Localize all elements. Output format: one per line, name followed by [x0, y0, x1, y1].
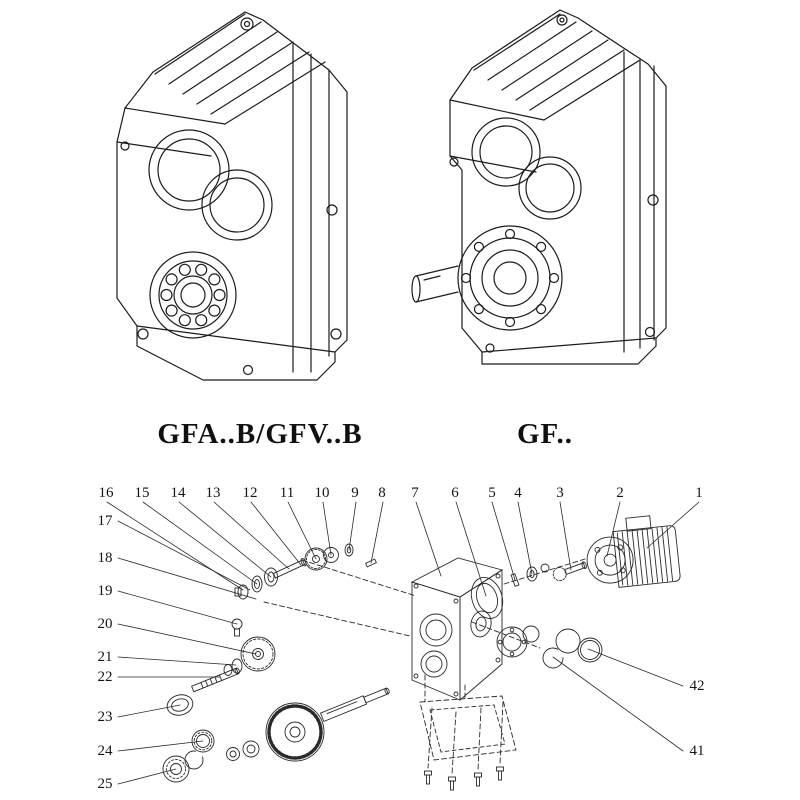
callout-24: 24: [97, 743, 113, 759]
housing-outline: [116, 11, 348, 381]
leader-lines: [106, 501, 700, 785]
callout-13: 13: [205, 485, 221, 501]
bolt-bosses: [120, 141, 342, 376]
callout-11: 11: [279, 485, 295, 501]
part-shim-ring: [555, 628, 581, 654]
part-washer-small: [251, 575, 263, 593]
part-output-shaft: [319, 687, 390, 722]
exploded-view-diagram: [106, 501, 700, 791]
callout-12: 12: [242, 485, 258, 501]
callout-21: 21: [97, 649, 113, 665]
part-motor: [586, 515, 681, 588]
part-oil-seal: [166, 694, 194, 716]
part-circlip: [542, 647, 564, 669]
cooling-ribs: [449, 13, 641, 173]
part-bolts: [424, 766, 504, 791]
lifting-eye: [556, 14, 568, 26]
callout-15: 15: [134, 485, 150, 501]
part-nut: [540, 563, 550, 573]
housing-outline: [449, 9, 667, 365]
part-plug: [234, 584, 249, 600]
gearbox-drawing-gf: [411, 9, 667, 365]
callout-4: 4: [514, 485, 522, 501]
callout-9: 9: [351, 485, 359, 501]
side-ribs: [292, 43, 330, 373]
callout-5: 5: [488, 485, 496, 501]
part-stud: [510, 573, 520, 587]
callout-2: 2: [616, 485, 624, 501]
part-snap-ring: [184, 750, 204, 770]
output-shaft: [411, 265, 459, 303]
part-spacer: [323, 547, 339, 563]
callout-23: 23: [97, 709, 113, 725]
part-housing: [410, 557, 504, 701]
callout-20: 20: [97, 616, 113, 632]
part-breather-plug: [231, 618, 243, 637]
part-motor-pinion: [552, 561, 587, 582]
callout-41: 41: [689, 743, 705, 759]
callout-1: 1: [695, 485, 703, 501]
side-ribs: [623, 51, 655, 353]
callout-42: 42: [689, 678, 705, 694]
gear-bores: [148, 129, 273, 241]
callout-10: 10: [314, 485, 330, 501]
part-mounting-plate: [419, 695, 517, 761]
part-thrust-washers: [226, 740, 260, 761]
part-input-shaft: [191, 667, 240, 693]
callout-14: 14: [170, 485, 186, 501]
part-washer-motor: [526, 566, 538, 582]
part-seal-ring: [577, 637, 603, 663]
callout-22: 22: [97, 669, 113, 685]
bolt-bosses: [449, 157, 659, 353]
callout-8: 8: [378, 485, 386, 501]
model-label-gfab-gfvb: GFA..B/GFV..B: [157, 418, 363, 450]
gear-bores: [471, 117, 582, 220]
callout-16: 16: [98, 485, 114, 501]
callout-17: 17: [97, 513, 113, 529]
callout-3: 3: [556, 485, 564, 501]
callout-19: 19: [97, 583, 113, 599]
part-gear-large: [265, 702, 325, 762]
callout-18: 18: [97, 550, 113, 566]
part-key: [365, 558, 377, 568]
part-gasket: [470, 577, 504, 619]
part-gear-input: [304, 547, 328, 571]
output-bearing: [149, 251, 237, 339]
model-label-gf: GF..: [516, 418, 574, 450]
part-gear-intermediate: [240, 636, 276, 672]
part-cover-flange: [496, 626, 528, 658]
gearbox-drawing-gfab-gfvb: [116, 11, 348, 381]
callout-25: 25: [97, 776, 113, 792]
lifting-eye: [240, 17, 254, 31]
output-flange: [457, 225, 563, 331]
part-bearing-mid: [191, 729, 215, 753]
part-ring-small: [522, 625, 540, 643]
part-washer-tiny: [344, 543, 354, 557]
assembly-axis-lines: [263, 558, 586, 775]
callout-6: 6: [451, 485, 459, 501]
part-bearing-caged: [162, 755, 190, 783]
part-pinion-shaft: [272, 558, 307, 579]
callout-7: 7: [411, 485, 419, 501]
cooling-ribs: [116, 13, 326, 157]
